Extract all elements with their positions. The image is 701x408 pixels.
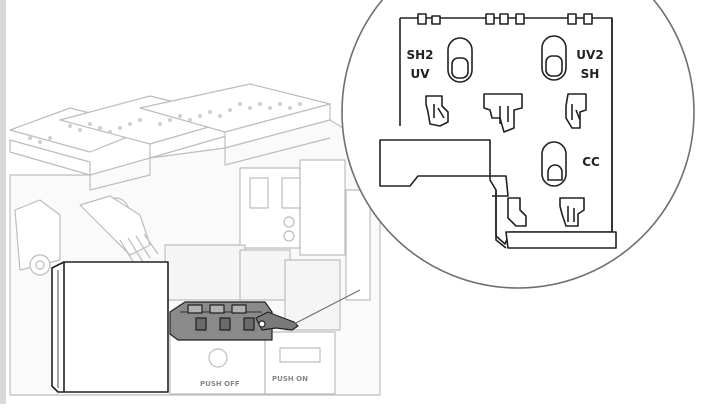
accessory-cover [51, 261, 169, 393]
contact-clips-row-1 [425, 93, 587, 133]
push-off-label: PUSH OFF [200, 380, 240, 388]
arc-chute-grids [9, 83, 331, 176]
leader-line [293, 289, 361, 325]
label-cc: CC [582, 155, 600, 169]
label-uv2: UV2 [576, 48, 603, 62]
contact-clips-row-2 [507, 197, 585, 227]
label-uv: UV [410, 67, 430, 81]
slot-window-cc [541, 141, 567, 187]
magnifier-callout [341, 0, 695, 289]
slot-labels: SH2 UV UV2 SH CC [406, 48, 603, 169]
grid-perforations [28, 102, 302, 144]
accessory-slot-plate [379, 13, 617, 249]
frame-strip [0, 0, 6, 404]
shunt-trip-accessory [169, 301, 299, 341]
label-sh2: SH2 [406, 48, 433, 62]
slot-window-uv2-sh [541, 35, 567, 81]
label-sh: SH [581, 67, 600, 81]
slot-window-sh2-uv [447, 37, 473, 83]
magnifier-circle [341, 0, 695, 289]
push-on-label: PUSH ON [272, 375, 308, 383]
